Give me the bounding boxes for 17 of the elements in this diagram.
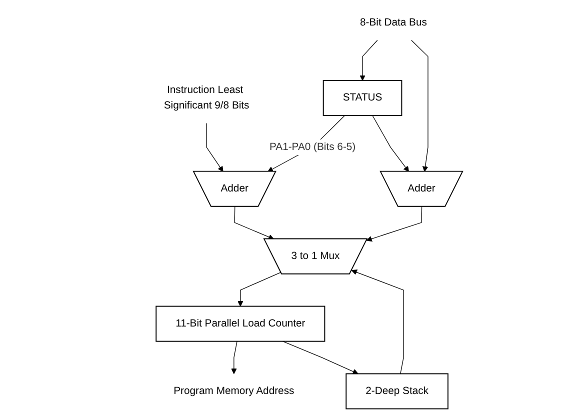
node-text: Instruction Least Significant 9/8 Bits [163,84,249,111]
arrow [410,40,428,172]
arrow [372,115,409,172]
arrow [230,340,237,374]
arrow [359,40,378,81]
node-box: STATUS [322,80,402,116]
edge-label: PA1-PA0 (Bits 6-5) [269,141,356,152]
arrow [234,206,274,240]
node-text: 8-Bit Data Bus [360,16,427,28]
node-text: Program Memory Address [173,385,294,396]
arrow [351,270,404,374]
arrow [237,272,281,307]
node-box: 11-Bit Parallel Load Counter [155,306,325,342]
arrow [206,122,223,172]
node-box: 2-Deep Stack [345,373,448,410]
arrow [282,340,358,374]
arrow [366,206,422,242]
